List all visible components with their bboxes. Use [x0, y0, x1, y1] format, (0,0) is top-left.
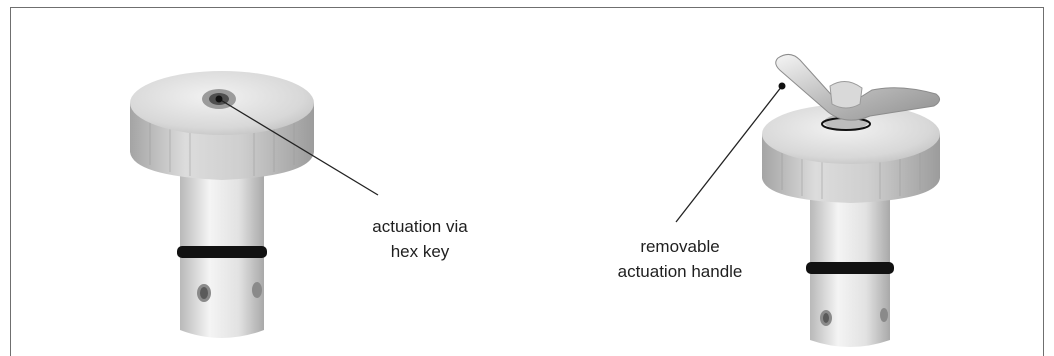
callout-removable-handle-line2: actuation handle [617, 262, 743, 281]
leader-line-right [675, 82, 786, 223]
callout-removable-handle-line1: removable [640, 237, 720, 256]
callout-hex-key: actuation via hex key [350, 214, 490, 264]
callout-removable-handle: removable actuation handle [590, 234, 770, 284]
callout-hex-key-line1: actuation via [372, 217, 468, 236]
callout-hex-key-line2: hex key [390, 242, 450, 261]
right-plunger [762, 54, 940, 347]
left-plunger [130, 71, 314, 338]
leader-line-left [215, 95, 379, 196]
